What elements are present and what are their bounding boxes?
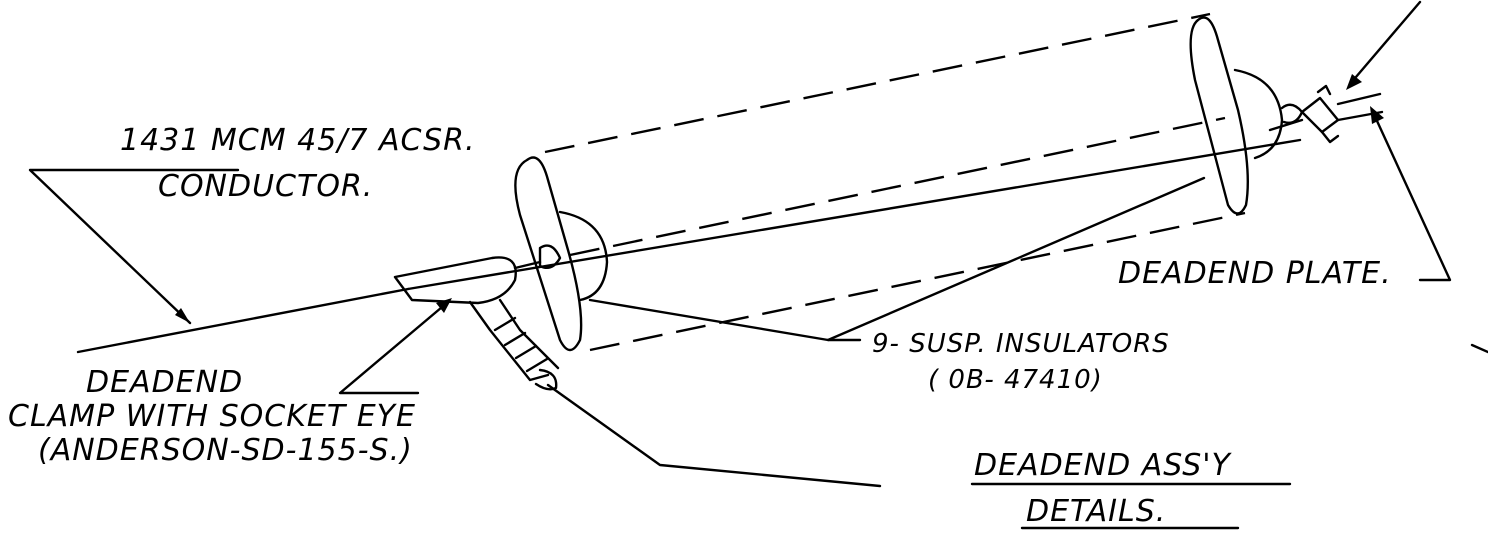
deadend-plate-label: DEADEND PLATE.: [1118, 256, 1392, 291]
title-line2: DETAILS.: [1026, 494, 1166, 529]
deadend-plate-hardware: [1268, 84, 1384, 144]
leader-insulators: [588, 176, 1206, 342]
clamp-label-line3: (ANDERSON-SD-155-S.): [38, 433, 413, 468]
leader-top-right-arrowhead: [1346, 74, 1362, 90]
insulator-string-center-line: [569, 116, 1226, 257]
leader-top-right: [1348, 0, 1422, 86]
leader-clamp: [338, 300, 450, 395]
clamp-label-line1: DEADEND: [86, 365, 243, 400]
leader-deadend-plate-arrowhead: [1370, 106, 1384, 124]
insulators-label-line1: 9- SUSP. INSULATORS: [872, 329, 1170, 359]
insulator-string-bottom-edge: [589, 211, 1246, 352]
leader-title-curve: [546, 383, 882, 488]
insulator-string-top-edge: [544, 12, 1211, 154]
clamp-label-line2: CLAMP WITH SOCKET EYE: [8, 399, 416, 434]
conductor-label-line2: CONDUCTOR.: [158, 169, 373, 204]
title-line1: DEADEND ASS'Y: [974, 448, 1232, 483]
leader-clamp-arrowhead: [436, 298, 452, 313]
edge-mark-right: [1470, 343, 1488, 354]
deadend-clamp-body: [393, 256, 560, 391]
right-insulator-disc: [1189, 16, 1304, 215]
insulators-label-line2: ( 0B- 47410): [928, 365, 1103, 395]
conductor-label-line1: 1431 MCM 45/7 ACSR.: [120, 123, 476, 158]
left-insulator-disc: [514, 156, 609, 352]
leader-deadend-plate: [1370, 108, 1452, 282]
leader-conductor-arrowhead: [175, 308, 190, 323]
leader-conductor: [28, 168, 240, 325]
conductor-line: [76, 287, 410, 354]
